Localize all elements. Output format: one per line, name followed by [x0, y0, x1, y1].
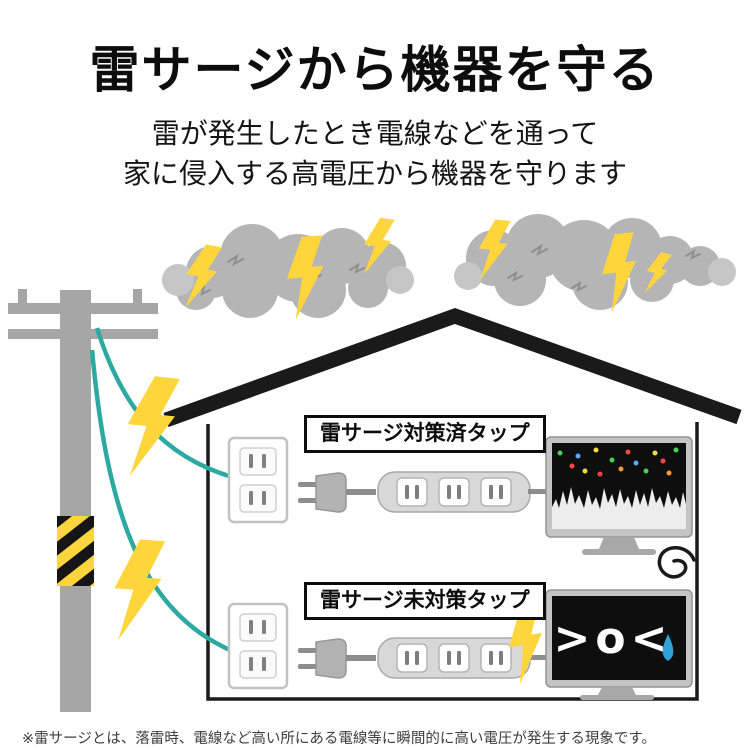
- plug-bottom: [297, 638, 377, 679]
- frazzled-squiggle-icon: [657, 546, 696, 579]
- power-strip-protected: [377, 471, 531, 513]
- unprotected-tap-label: 雷サージ未対策タップ: [304, 582, 546, 621]
- teardrop-icon: [662, 634, 674, 661]
- storm-clouds: [162, 214, 736, 318]
- house: [163, 308, 742, 701]
- tv-protected: [545, 436, 693, 555]
- power-strip-unprotected: [377, 637, 531, 679]
- footer-note: ※雷サージとは、落雷時、電線など高い所にある電線等に瞬間的に高い電圧が発生する現…: [22, 731, 656, 747]
- page-title: 雷サージから機器を守る: [89, 42, 661, 98]
- tv-error-face: >o<: [554, 613, 673, 664]
- hazard-stripe-band: [57, 516, 94, 586]
- stage-lights: [557, 447, 679, 477]
- power-lines: [89, 327, 233, 653]
- concert-scene: [552, 447, 686, 529]
- tv-cord-top: [528, 489, 548, 494]
- tv-cord-bottom: [528, 655, 548, 660]
- wall-outlet-bottom: [227, 602, 289, 690]
- subtitle: 雷が発生したとき電線などを通って 家に侵入する高電圧から機器を守ります: [0, 114, 750, 194]
- plug-top: [297, 472, 377, 513]
- house-roof: [163, 308, 742, 428]
- tv-unprotected: >o<: [545, 589, 693, 700]
- protected-tap-label: 雷サージ対策済タップ: [304, 415, 546, 454]
- wall-outlet-top: [227, 436, 289, 524]
- utility-pole: [8, 289, 158, 712]
- house-walls: [206, 422, 699, 701]
- subtitle-line-2: 家に侵入する高電圧から機器を守ります: [122, 157, 627, 189]
- subtitle-line-1: 雷が発生したとき電線などを通って: [151, 118, 599, 149]
